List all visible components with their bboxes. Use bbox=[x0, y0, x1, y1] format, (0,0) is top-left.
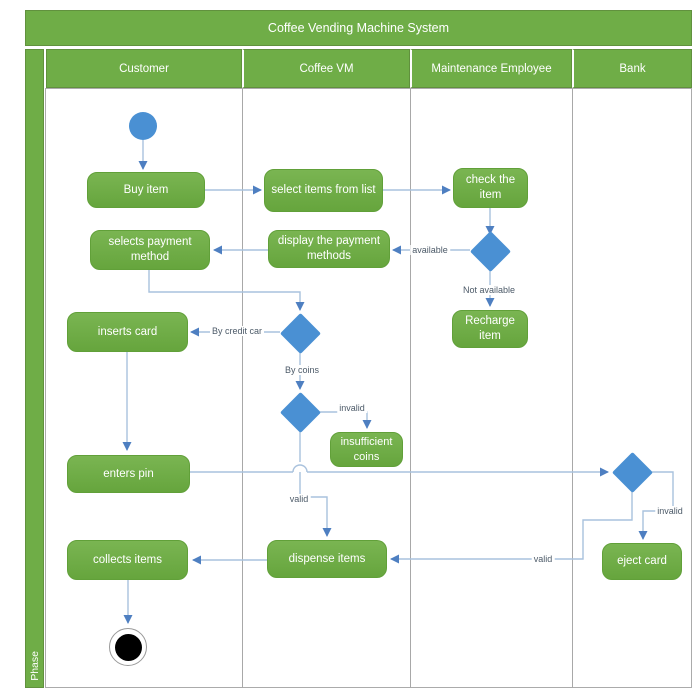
edge-label-by-credit-car: By credit car bbox=[209, 326, 265, 336]
diagram-title-bar: Coffee Vending Machine System bbox=[25, 10, 692, 46]
diagram-title: Coffee Vending Machine System bbox=[267, 21, 450, 35]
node-enters-pin: enters pin bbox=[67, 455, 190, 493]
node-label: display the payment methods bbox=[277, 235, 381, 262]
lane-label: Maintenance Employee bbox=[431, 62, 552, 75]
node-collects-items: collects items bbox=[67, 540, 188, 580]
start-node bbox=[129, 112, 157, 140]
phase-label: Phase bbox=[28, 651, 41, 681]
lane-header-bank: Bank bbox=[572, 49, 692, 88]
node-label: enters pin bbox=[103, 467, 154, 480]
phase-band: Phase bbox=[25, 49, 44, 688]
node-eject-card: eject card bbox=[602, 543, 682, 580]
lane-header-customer: Customer bbox=[46, 49, 242, 88]
node-label: select items from list bbox=[271, 184, 376, 197]
end-node-core bbox=[114, 633, 142, 661]
lane-label: Bank bbox=[619, 62, 646, 75]
edge-label-valid-card: valid bbox=[531, 554, 555, 564]
node-label: eject card bbox=[617, 555, 667, 568]
node-label: inserts card bbox=[97, 325, 158, 338]
lane-divider bbox=[410, 88, 411, 688]
edge-label-by-coins: By coins bbox=[282, 365, 322, 375]
edge-label-invalid-coins: invalid bbox=[337, 403, 367, 413]
lane-label: Customer bbox=[119, 62, 169, 75]
node-label: Recharge item bbox=[465, 315, 515, 342]
edge-label-invalid-card: invalid bbox=[655, 506, 685, 516]
node-label: insufficient coins bbox=[340, 436, 393, 463]
node-insufficient-coins: insufficient coins bbox=[330, 432, 403, 467]
node-display-payment-methods: display the payment methods bbox=[268, 230, 390, 268]
lane-divider bbox=[242, 88, 243, 688]
node-dispense-items: dispense items bbox=[267, 540, 387, 578]
lane-label: Coffee VM bbox=[299, 62, 354, 75]
lane-header-row: Customer Coffee VM Maintenance Employee … bbox=[46, 49, 692, 88]
end-node bbox=[109, 628, 147, 666]
node-check-the-item: check the item bbox=[453, 168, 528, 208]
node-label: collects items bbox=[92, 553, 163, 566]
edge-label-valid-pin: valid bbox=[287, 494, 311, 504]
node-select-items-from-list: select items from list bbox=[264, 169, 383, 212]
node-recharge-item: Recharge item bbox=[452, 310, 528, 348]
lane-header-maintenance-employee: Maintenance Employee bbox=[410, 49, 572, 88]
lane-header-coffee-vm: Coffee VM bbox=[242, 49, 410, 88]
node-buy-item: Buy item bbox=[87, 172, 205, 208]
edge-label-available: available bbox=[410, 245, 450, 255]
lane-divider bbox=[572, 88, 573, 688]
edge-label-not-available: Not available bbox=[460, 285, 518, 295]
node-label: check the item bbox=[465, 174, 516, 201]
node-label: dispense items bbox=[288, 552, 366, 565]
node-inserts-card: inserts card bbox=[67, 312, 188, 352]
node-label: Buy item bbox=[123, 183, 169, 196]
node-selects-payment-method: selects payment method bbox=[90, 230, 210, 270]
node-label: selects payment method bbox=[108, 236, 192, 263]
